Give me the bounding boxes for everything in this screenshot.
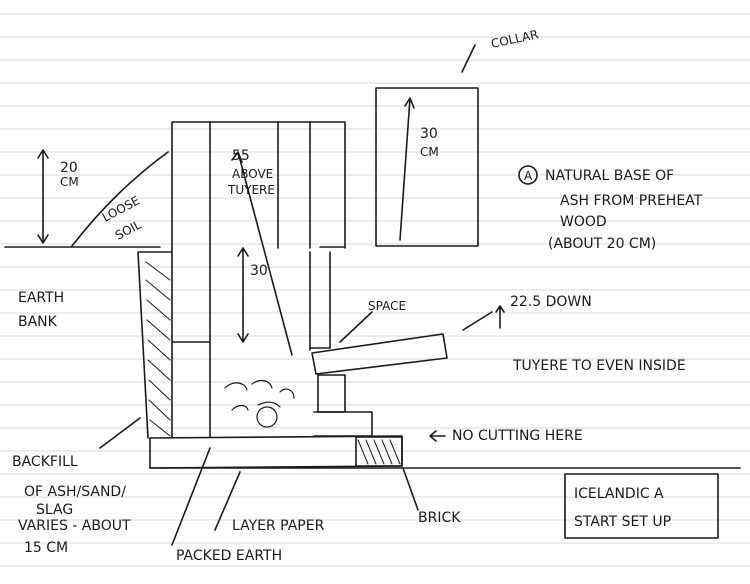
note-a-line4: (ABOUT 20 CM) (548, 236, 656, 252)
earth-bank-label: EARTH (18, 290, 64, 306)
note-a-circle (518, 165, 538, 185)
tuyere-note: TUYERE TO EVEN INSIDE (512, 358, 686, 374)
earth-bank-label-2: BANK (18, 314, 58, 330)
dim-55-tuyere: TUYERE (227, 183, 275, 197)
title-box (564, 473, 719, 539)
title-line1: ICELANDIC A (574, 486, 664, 502)
dim-30-mid-arrow (237, 247, 249, 343)
layer-paper-leader (214, 471, 241, 531)
collar-leader (461, 44, 476, 73)
dim-30-mid-label: 30 (250, 263, 268, 279)
backfill-leader (99, 417, 141, 449)
loose-soil-slope (71, 151, 169, 247)
brick-hatch (357, 439, 401, 465)
packed-earth-label: PACKED EARTH (176, 548, 282, 564)
note-a-line2: ASH FROM PREHEAT (560, 193, 703, 209)
dim-20cm-unit: CM (60, 175, 79, 189)
backfill-line3: SLAG (36, 502, 73, 518)
brick-label: BRICK (418, 510, 461, 526)
backfill-hatch (145, 261, 171, 437)
dim-55-arrow (231, 151, 293, 356)
backfill-line4: VARIES - ABOUT (18, 518, 131, 534)
note-a-line1: NATURAL BASE OF (545, 168, 674, 184)
brick (355, 436, 403, 467)
tuyere (311, 333, 448, 375)
packed-earth-leader (171, 447, 211, 546)
collar-box (375, 87, 479, 247)
brick-leader (402, 467, 419, 511)
stack-lower (137, 247, 331, 439)
space-leader (339, 311, 373, 343)
angle-indicator (462, 305, 505, 331)
base-slab (149, 435, 403, 469)
note-a-marker: A (524, 169, 533, 183)
layer-paper-label: LAYER PAPER (232, 518, 325, 534)
dim-20cm-arrow (37, 149, 49, 244)
stack-upper-left (171, 121, 346, 249)
dim-20cm-label: 20 (60, 160, 78, 176)
backfill-line2: OF ASH/SAND/ (24, 484, 126, 500)
dim-30-top-unit: CM (420, 145, 439, 159)
backfill-line5: 15 CM (24, 540, 68, 556)
backfill-line1: BACKFILL (12, 454, 78, 470)
no-cutting-label: NO CUTTING HERE (452, 428, 583, 444)
notebook-rules (0, 13, 750, 567)
step-upper (317, 374, 346, 413)
tuyere-angle-label: 22.5 DOWN (510, 294, 592, 310)
dim-55-label: 55 (232, 148, 250, 164)
collar-label: COLLAR (490, 27, 540, 51)
space-label: SPACE (368, 299, 406, 313)
note-a-line3: WOOD (560, 214, 607, 230)
dim-30-top-arrow (399, 97, 415, 241)
title-line2: START SET UP (574, 514, 671, 530)
ash-blobs (224, 379, 295, 428)
dim-55-above: ABOVE (232, 167, 273, 181)
dim-30-top-label: 30 (420, 126, 438, 142)
no-cutting-arrow (429, 430, 446, 442)
step-lower (313, 411, 373, 437)
